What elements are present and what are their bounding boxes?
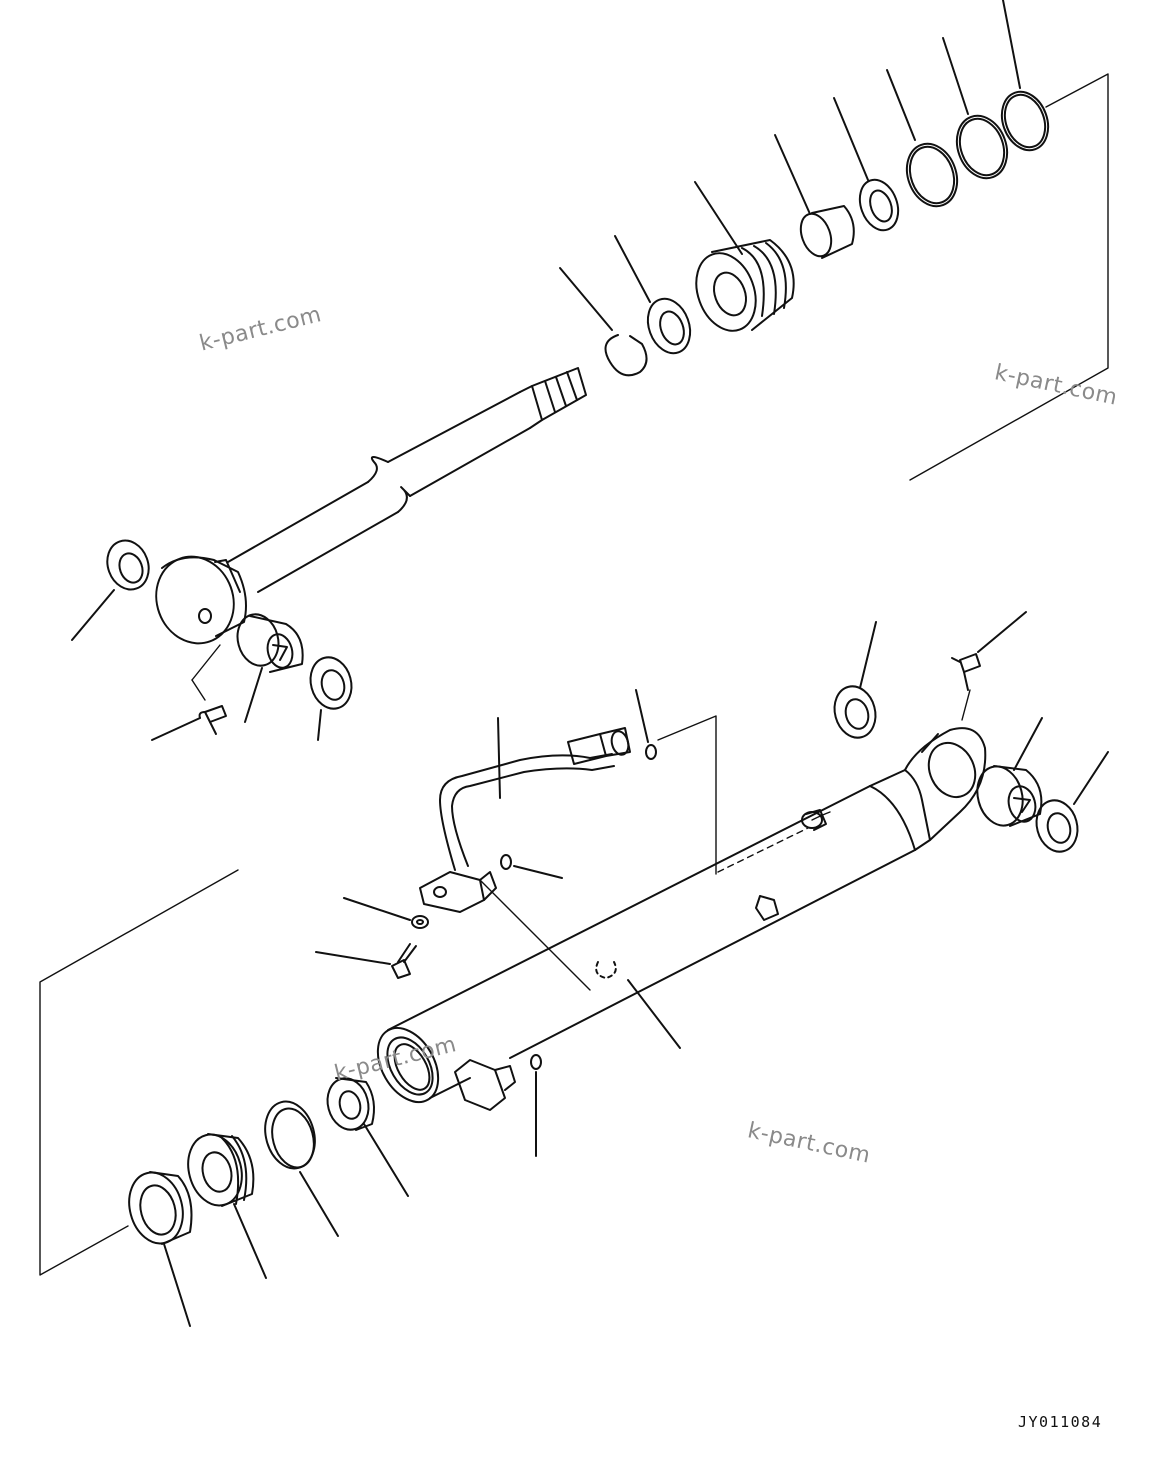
bracket-pipe-group <box>658 716 716 874</box>
o-ring-small-flange <box>501 855 562 878</box>
o-ring-large-2 <box>943 38 1015 185</box>
hidden-port <box>596 962 616 978</box>
upper-group-bracket <box>910 74 1108 480</box>
dashed-leader-fitting <box>718 828 808 872</box>
cylinder-pipe <box>420 718 631 912</box>
piston-bushing <box>775 135 854 260</box>
o-ring-large-3 <box>994 0 1056 157</box>
piston <box>686 182 794 339</box>
seal-rod-end <box>305 653 357 740</box>
bolt <box>316 944 416 978</box>
o-ring-small-pipe-end <box>636 690 656 759</box>
piston-seal-ring <box>834 98 905 236</box>
dust-seal-rod-end <box>72 535 155 640</box>
o-ring-large-1 <box>887 70 965 213</box>
dust-seal-head <box>122 1166 192 1326</box>
leader-tube-part <box>628 980 680 1048</box>
seal-head-end <box>1031 752 1108 856</box>
bushing-rod-end <box>232 610 303 722</box>
seal-head-end-top <box>829 622 881 742</box>
piston-rod <box>144 368 586 654</box>
snap-ring <box>560 268 647 375</box>
lower-group-bracket <box>40 870 238 1275</box>
washer <box>344 898 428 928</box>
grease-fitting-head-end <box>952 612 1026 720</box>
cylinder-head-ring <box>258 1096 338 1236</box>
cylinder-tube <box>365 728 985 1113</box>
cylinder-head-bushing <box>322 1074 408 1196</box>
grease-fitting-rod-end <box>152 645 226 740</box>
bushing-head-end <box>971 718 1042 831</box>
leader-pipe-to-tube <box>480 880 590 990</box>
cylinder-head <box>181 1128 266 1278</box>
o-ring-small-bottom <box>531 1055 541 1156</box>
drawing-code: JY011084 <box>1018 1413 1103 1431</box>
piston-wear-ring <box>615 236 697 359</box>
